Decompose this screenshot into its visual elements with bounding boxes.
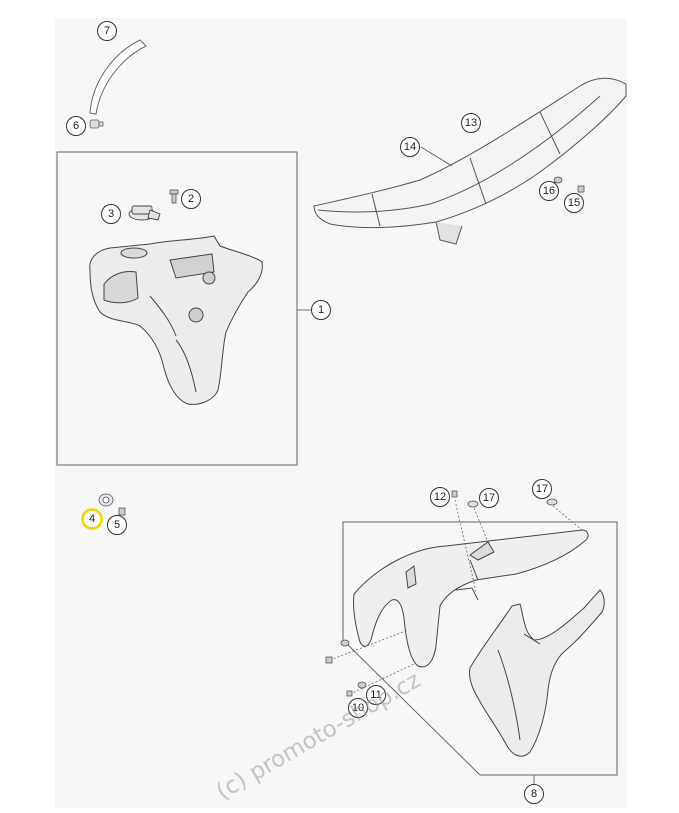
- callout-17-right[interactable]: 17: [532, 479, 552, 499]
- callout-11[interactable]: 11: [366, 685, 386, 705]
- svg-text:8: 8: [531, 788, 537, 800]
- callout-1[interactable]: 1: [311, 300, 331, 320]
- svg-text:15: 15: [568, 197, 580, 209]
- callout-14[interactable]: 14: [400, 137, 420, 157]
- fastener-leaders: [329, 499, 583, 695]
- callout-16[interactable]: 16: [539, 181, 559, 201]
- washer-17b-part: [546, 498, 558, 506]
- side-panel-frame: [342, 521, 618, 776]
- callout-5[interactable]: 5: [107, 515, 127, 535]
- callout-3[interactable]: 3: [101, 204, 121, 224]
- seat-part: [313, 77, 627, 245]
- seat-bolt-part: [577, 185, 585, 193]
- callout-8[interactable]: 8: [524, 784, 544, 804]
- svg-text:2: 2: [188, 193, 194, 205]
- svg-text:5: 5: [114, 519, 120, 531]
- svg-text:3: 3: [108, 208, 114, 220]
- callout-7[interactable]: 7: [97, 21, 117, 41]
- rubber-bushing-part: [98, 493, 114, 507]
- callout-2[interactable]: 2: [181, 189, 201, 209]
- callout-10[interactable]: 10: [348, 698, 368, 718]
- radiator-shroud-part: [353, 529, 589, 668]
- callout-4[interactable]: 4: [81, 508, 103, 530]
- leader-14: [420, 146, 453, 167]
- svg-text:7: 7: [104, 25, 110, 37]
- svg-text:6: 6: [73, 120, 79, 132]
- seat-bushing-part: [553, 176, 563, 184]
- svg-text:17: 17: [536, 483, 548, 495]
- fuel-cap-part: [128, 205, 161, 221]
- hose-clip-part: [89, 119, 104, 129]
- side-cover-part: [469, 589, 605, 757]
- svg-text:11: 11: [370, 689, 381, 701]
- svg-text:1: 1: [318, 304, 324, 316]
- screw-part: [169, 189, 179, 204]
- svg-text:10: 10: [352, 702, 364, 714]
- small-nut-part: [118, 507, 126, 516]
- svg-text:14: 14: [404, 141, 416, 153]
- small-hardware: [325, 639, 367, 697]
- callout-12[interactable]: 12: [430, 487, 450, 507]
- svg-text:12: 12: [434, 491, 446, 503]
- svg-text:4: 4: [89, 513, 95, 525]
- svg-text:17: 17: [483, 492, 495, 504]
- fuel-tank-frame: [56, 151, 298, 466]
- callout-15[interactable]: 15: [564, 193, 584, 213]
- screw-12-part: [451, 490, 458, 498]
- svg-text:16: 16: [543, 185, 555, 197]
- callout-13[interactable]: 13: [461, 113, 481, 133]
- washer-17a-part: [467, 500, 479, 508]
- fuel-tank-part: [89, 235, 263, 405]
- callout-6[interactable]: 6: [66, 116, 86, 136]
- svg-text:13: 13: [465, 117, 477, 129]
- breather-hose-part: [89, 39, 147, 115]
- callout-17-left[interactable]: 17: [479, 488, 499, 508]
